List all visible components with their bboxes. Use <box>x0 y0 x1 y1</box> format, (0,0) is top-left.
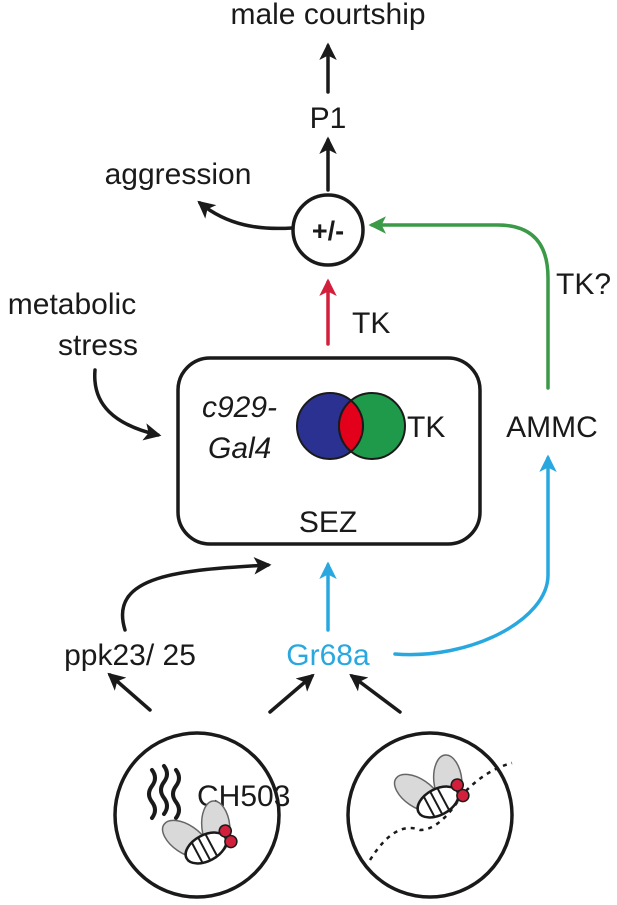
ch503-circle <box>113 731 281 899</box>
sez-label: SEZ <box>299 506 357 539</box>
fly-icon <box>161 800 238 865</box>
walking-path-line <box>368 761 513 861</box>
p1-label: P1 <box>310 102 347 135</box>
arrow-ch503-to-gr68a <box>268 673 315 714</box>
c929-gal4-label-line2: Gal4 <box>208 432 271 465</box>
integrator-node <box>291 193 365 267</box>
venn-diagram-icon <box>296 392 406 460</box>
tk-red-label: TK <box>352 307 390 340</box>
arrow-fly-to-gr68a <box>349 673 402 714</box>
tk-venn-label: TK <box>407 411 445 444</box>
tk-question-green-arrow <box>368 216 550 390</box>
walking-fly-icon <box>393 754 470 819</box>
ppk23-25-label: ppk23/ 25 <box>64 639 196 672</box>
arrow-ch503-to-ppk <box>107 672 152 712</box>
metabolic-stress-label-line1: metabolic <box>8 288 136 321</box>
c929-gal4-label-line1: c929- <box>202 391 277 424</box>
arrow-metabolic-to-sez <box>93 368 162 441</box>
arrow-gr68a-to-ammc <box>393 454 557 657</box>
gr68a-label: Gr68a <box>286 639 370 672</box>
integrator-label: +/- <box>312 216 344 246</box>
aggression-label: aggression <box>105 158 252 191</box>
ammc-label: AMMC <box>506 411 598 444</box>
male-courtship-label: male courtship <box>230 0 425 31</box>
arrow-ppk-to-sez <box>121 557 272 632</box>
odor-waves-icon <box>147 764 181 820</box>
metabolic-stress-label-line2: stress <box>58 329 138 362</box>
tk-question-label: TK? <box>556 268 611 301</box>
arrow-integrator-to-aggression <box>197 200 294 231</box>
